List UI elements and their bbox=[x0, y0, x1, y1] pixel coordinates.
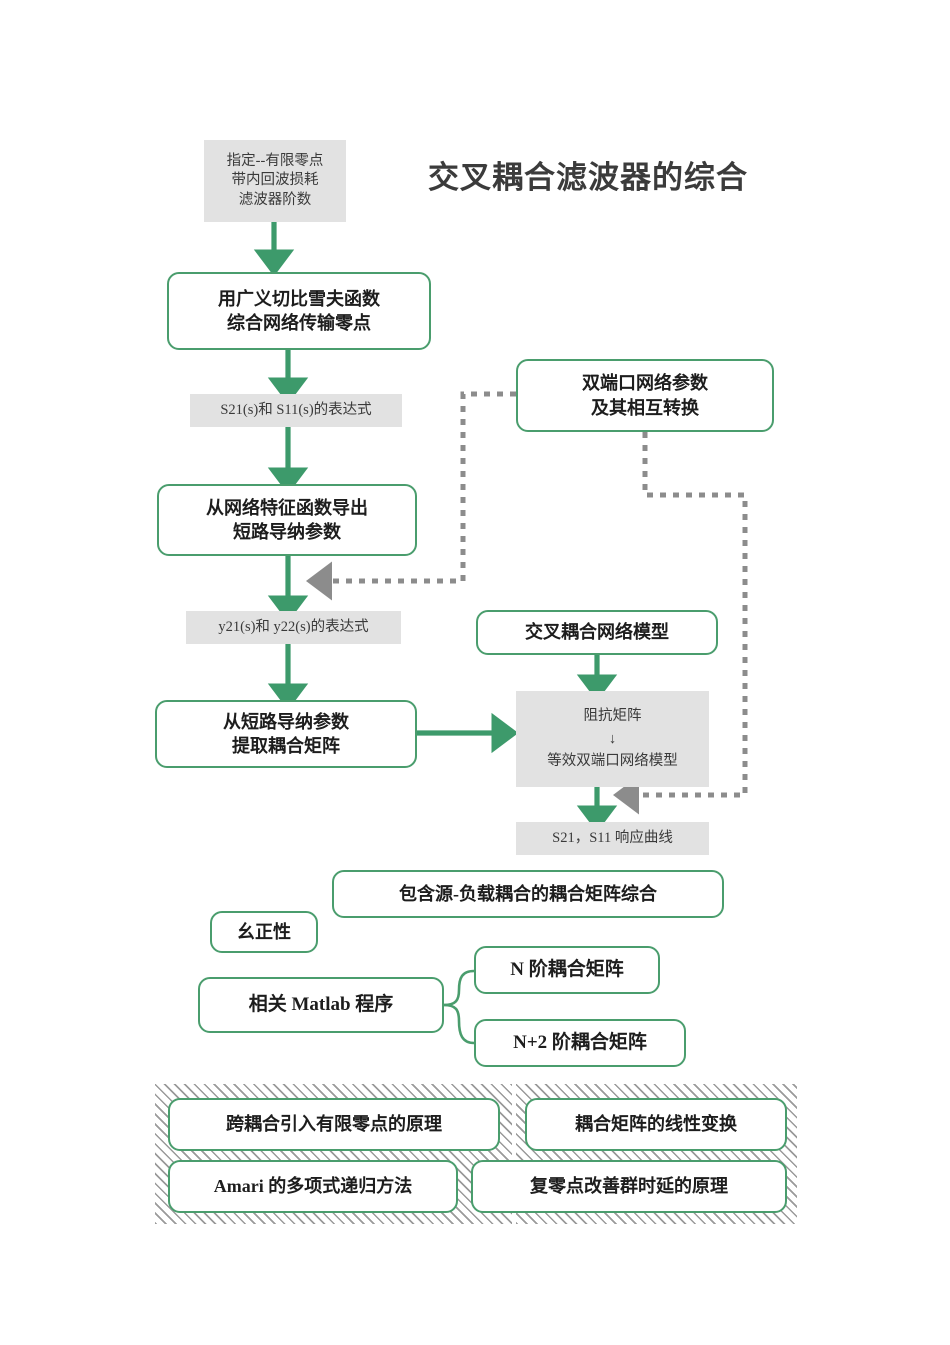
node-impedance-line-1: 阻抗矩阵 bbox=[583, 708, 642, 725]
node-extract-coupling-matrix[interactable]: 从短路导纳参数 提取耦合矩阵 bbox=[155, 700, 417, 768]
node-matrix-order-n2[interactable]: N+2 阶耦合矩阵 bbox=[474, 1019, 686, 1067]
node-derive-y-line-1: 从网络特征函数导出 bbox=[206, 497, 368, 518]
bottom-item-0-label: 跨耦合引入有限零点的原理 bbox=[226, 1114, 442, 1135]
node-derive-y-params[interactable]: 从网络特征函数导出 短路导纳参数 bbox=[157, 484, 417, 556]
node-response-curve-label: S21，S11 响应曲线 bbox=[552, 829, 673, 846]
node-y-expression[interactable]: y21(s)和 y22(s)的表达式 bbox=[186, 611, 401, 644]
node-matrix-order-n2-label: N+2 阶耦合矩阵 bbox=[513, 1032, 647, 1054]
node-y-expression-label: y21(s)和 y22(s)的表达式 bbox=[218, 618, 369, 635]
node-s-expression-label: S21(s)和 S11(s)的表达式 bbox=[220, 401, 372, 418]
node-matlab-programs[interactable]: 相关 Matlab 程序 bbox=[198, 977, 444, 1033]
bottom-item-3-label: 复零点改善群时延的原理 bbox=[530, 1176, 728, 1197]
node-chebyshev-line-1: 用广义切比雪夫函数 bbox=[218, 288, 380, 309]
node-spec-line-3: 滤波器阶数 bbox=[238, 191, 312, 208]
bottom-item-1-label: 耦合矩阵的线性变换 bbox=[575, 1114, 737, 1135]
node-response-curve[interactable]: S21，S11 响应曲线 bbox=[516, 822, 709, 855]
node-derive-y-line-2: 短路导纳参数 bbox=[233, 522, 341, 542]
matlab-branch-bracket bbox=[443, 969, 475, 1045]
node-extract-line-1: 从短路导纳参数 bbox=[223, 711, 349, 732]
node-impedance-matrix[interactable]: 阻抗矩阵 ↓ 等效双端口网络模型 bbox=[516, 691, 709, 787]
node-matrix-order-n-label: N 阶耦合矩阵 bbox=[510, 959, 624, 981]
node-matrix-order-n[interactable]: N 阶耦合矩阵 bbox=[474, 946, 660, 994]
node-extract-line-2: 提取耦合矩阵 bbox=[232, 736, 340, 756]
page-title: 交叉耦合滤波器的综合 bbox=[428, 160, 748, 195]
node-impedance-arrow-down: ↓ bbox=[608, 730, 617, 747]
node-s-expression[interactable]: S21(s)和 S11(s)的表达式 bbox=[190, 394, 402, 427]
node-cross-coupled-model[interactable]: 交叉耦合网络模型 bbox=[476, 610, 718, 655]
node-source-load-coupling[interactable]: 包含源-负载耦合的耦合矩阵综合 bbox=[332, 870, 724, 918]
node-chebyshev[interactable]: 用广义切比雪夫函数 综合网络传输零点 bbox=[167, 272, 431, 350]
node-cross-coupled-label: 交叉耦合网络模型 bbox=[525, 622, 669, 643]
node-chebyshev-line-2: 综合网络传输零点 bbox=[227, 313, 371, 333]
node-impedance-line-3: 等效双端口网络模型 bbox=[547, 753, 678, 770]
node-two-port-line-1: 双端口网络参数 bbox=[582, 373, 708, 394]
bottom-item-2-label: Amari 的多项式递归方法 bbox=[213, 1176, 413, 1197]
node-two-port-params[interactable]: 双端口网络参数 及其相互转换 bbox=[516, 359, 774, 432]
bottom-item-2[interactable]: Amari 的多项式递归方法 bbox=[168, 1160, 458, 1213]
bottom-item-0[interactable]: 跨耦合引入有限零点的原理 bbox=[168, 1098, 500, 1151]
node-matlab-label: 相关 Matlab 程序 bbox=[248, 994, 394, 1016]
node-unitary-label: 幺正性 bbox=[237, 921, 291, 942]
node-spec-line-2: 带内回波损耗 bbox=[231, 172, 319, 189]
node-source-load-label: 包含源-负载耦合的耦合矩阵综合 bbox=[399, 883, 657, 904]
bottom-item-1[interactable]: 耦合矩阵的线性变换 bbox=[525, 1098, 787, 1151]
node-unitary[interactable]: 幺正性 bbox=[210, 911, 318, 953]
node-spec[interactable]: 指定--有限零点 带内回波损耗 滤波器阶数 bbox=[204, 140, 346, 222]
bottom-item-3[interactable]: 复零点改善群时延的原理 bbox=[471, 1160, 787, 1213]
node-spec-line-1: 指定--有限零点 bbox=[226, 152, 324, 169]
node-two-port-line-2: 及其相互转换 bbox=[591, 397, 699, 418]
